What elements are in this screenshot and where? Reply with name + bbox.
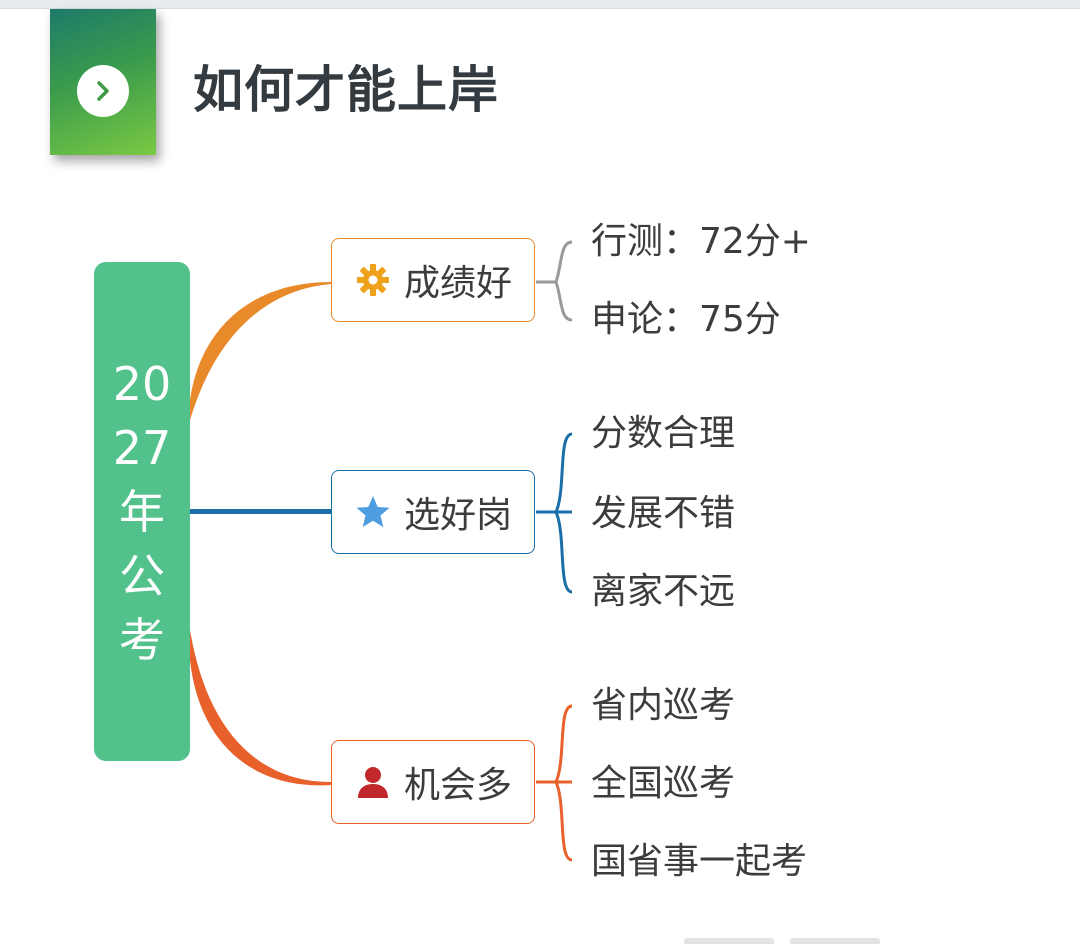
page-title: 如何才能上岸 xyxy=(193,61,499,119)
chevron-right-icon xyxy=(77,65,129,117)
leaf-position-score: 分数合理 xyxy=(591,413,736,454)
brace-branch-2 xyxy=(536,432,573,594)
connector-branch-1 xyxy=(190,282,331,420)
branch-node-position: 选好岗 xyxy=(331,470,535,554)
branch-node-score: 成绩好 xyxy=(331,238,535,322)
leaf-score-xingce: 行测：72分+ xyxy=(591,221,811,262)
brace-branch-3 xyxy=(536,704,573,862)
root-node: 2027年公考 xyxy=(94,262,190,761)
root-label: 2027年公考 xyxy=(112,356,172,667)
leaf-score-shenlun: 申论：75分 xyxy=(591,299,781,340)
leaf-position-development: 发展不错 xyxy=(591,493,736,534)
leaf-position-distance: 离家不远 xyxy=(591,571,736,612)
star-icon xyxy=(354,493,392,531)
connector-branch-2 xyxy=(190,509,331,514)
leaf-opportunity-joint: 国省事一起考 xyxy=(591,841,808,882)
branch-label: 机会多 xyxy=(403,765,512,806)
branch-label: 成绩好 xyxy=(403,263,512,304)
branch-node-opportunity: 机会多 xyxy=(331,740,535,824)
gear-icon xyxy=(354,261,392,299)
brace-branch-1 xyxy=(536,240,573,322)
header-badge xyxy=(50,9,156,155)
bottom-tab-hint xyxy=(790,938,880,944)
leaf-opportunity-national: 全国巡考 xyxy=(591,763,736,804)
bottom-tab-hint xyxy=(684,938,774,944)
leaf-opportunity-province: 省内巡考 xyxy=(591,685,736,726)
user-icon xyxy=(354,763,392,801)
top-bar xyxy=(0,0,1080,9)
branch-label: 选好岗 xyxy=(403,495,512,536)
connector-branch-3 xyxy=(190,630,331,786)
